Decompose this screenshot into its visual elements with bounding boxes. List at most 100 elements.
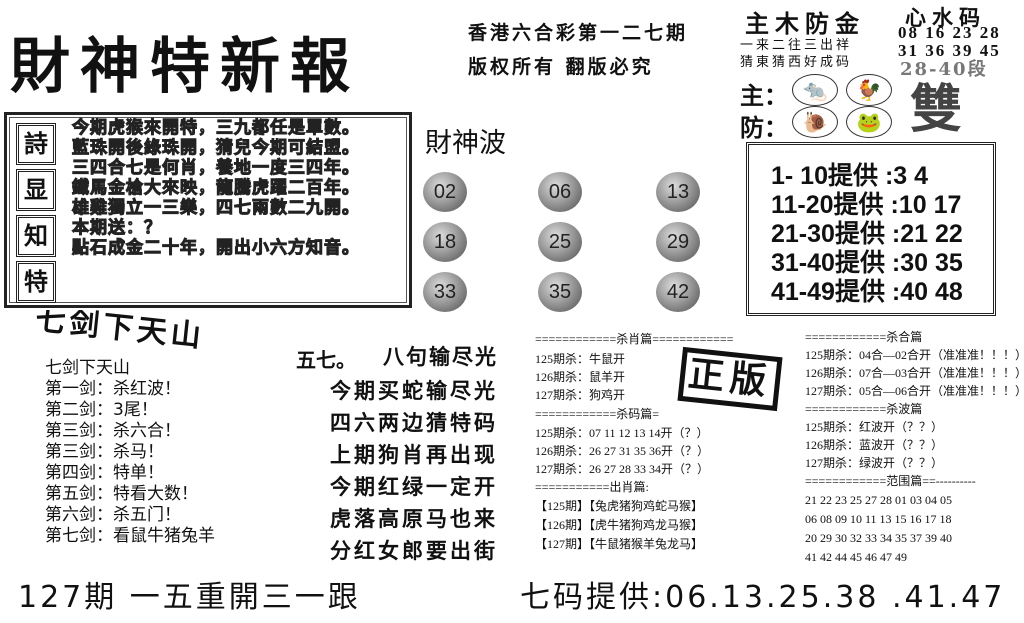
poem-line: 點石成金二十年，開出小六方知音。 [72, 238, 360, 258]
range-values: :40 48 [891, 278, 963, 306]
element-line-1: 一来二往三出祥 [740, 38, 853, 53]
sword-item: 第五剑：特看大数！ [45, 484, 198, 504]
kill-wave-row: 127期杀：绿波开（？？） [805, 456, 944, 470]
balls-title: 財神波 [425, 128, 506, 159]
range-numbers: 06 08 09 10 11 13 15 16 17 18 [805, 512, 952, 526]
footer-seven-codes: 七码提供:06.13.25.38 .41.47 [520, 580, 1006, 615]
eight-lines-title: 八句输尽光 [383, 345, 498, 369]
snail-icon: 🐌 [792, 106, 838, 138]
kill-zodiac-row: 125期杀：牛鼠开 [535, 352, 626, 366]
range-row: 21-30提供 :21 22 [771, 221, 963, 247]
kill-wave-row: 126期杀：蓝波开（？？） [805, 438, 944, 452]
number-ball: 29 [656, 222, 700, 262]
sword-item: 第四剑：特单！ [45, 463, 164, 483]
segment-label: 28-40段 [900, 59, 988, 80]
eight-line: 今期红绿一定开 [330, 475, 498, 499]
number-ball: 06 [538, 172, 582, 212]
number-ball: 25 [538, 222, 582, 262]
guard-label: 防： [740, 113, 788, 142]
range-row: 1- 10提供 :3 4 [771, 163, 928, 189]
kill-combo-row: 125期杀：04合—02合开（准准准！！！） [805, 348, 1024, 362]
kill-wave-header: ============杀波篇 [805, 402, 923, 416]
range-values: :30 35 [891, 249, 963, 277]
sword-item: 第二剑：3尾！ [45, 400, 158, 420]
side-char-3: 知 [16, 215, 56, 257]
heart-title: 心水码 [905, 6, 986, 30]
sword-item: 第三剑：杀马！ [45, 442, 164, 462]
eight-line: 上期狗肖再出现 [330, 443, 498, 467]
range-label: 11-20提供 [771, 191, 884, 219]
range-row: 41-49提供 :40 48 [771, 279, 963, 305]
page-title: 財神特新報 [10, 32, 360, 102]
kill-zodiac-header: ============杀肖篇============ [535, 332, 734, 346]
kill-zodiac-row: 127期杀：狗鸡开 [535, 388, 626, 402]
swords-heading: 七剑下天山 [45, 358, 130, 378]
out-zodiac-row: 【125期】【兔虎猪狗鸡蛇马猴】 [535, 499, 704, 513]
sword-item: 第七剑：看鼠牛猪兔羊 [45, 526, 215, 546]
eight-line: 分红女郎要出街 [330, 539, 498, 563]
number-ball: 33 [423, 272, 467, 312]
eight-lines-prefix: 五七。 [296, 348, 356, 372]
side-char-2: 显 [16, 169, 56, 211]
kill-combo-header: ============杀合篇 [805, 330, 923, 344]
poem-box: 詩 显 知 特 今期虎猴來開特，三九都任是單數。 藍珠開後綠珠開，猜兒今期可結盟… [4, 112, 412, 308]
range-row: 31-40提供 :30 35 [771, 250, 963, 276]
out-zodiac-row: 【127期】【牛鼠猪猴羊兔龙马】 [535, 537, 704, 551]
footer-left: 127期 一五重開三一跟 [18, 580, 361, 615]
heart-numbers-1: 08 16 23 28 [898, 23, 1001, 42]
range-header: ============范围篇==---------- [805, 474, 976, 488]
swords-section: 七剑下天山 七剑下天山 第一剑：杀红波！ 第二剑：3尾！ 第三剑：杀六合！ 第三… [0, 310, 520, 572]
eight-line: 四六两边猜特码 [330, 411, 498, 435]
number-ball: 35 [538, 272, 582, 312]
range-values: :10 17 [890, 191, 962, 219]
range-label: 1- 10提供 [771, 162, 878, 190]
kill-number-row: 125期杀：07 11 12 13 14开（？） [535, 426, 709, 440]
poem-line: 本期送：？ [72, 218, 162, 238]
main-label: 主： [740, 81, 788, 110]
number-range-box: 1- 10提供 :3 4 11-20提供 :10 17 21-30提供 :21 … [746, 142, 996, 316]
sword-item: 第六剑：杀五门！ [45, 505, 181, 525]
kill-number-row: 127期杀：26 27 28 33 34开（？） [535, 462, 710, 476]
eight-line: 虎落高原马也来 [330, 507, 498, 531]
poem-line: 三四合七是何肖，養地一度三四年。 [72, 158, 360, 178]
sword-item: 第一剑：杀红波！ [45, 379, 181, 399]
heart-numbers-2: 31 36 39 45 [898, 41, 1001, 60]
poem-line: 藍珠開後綠珠開，猜兒今期可結盟。 [72, 138, 360, 158]
poem-line: 鐵馬金槍大來映，龍騰虎躍二百年。 [72, 178, 360, 198]
poem-line: 雄雞獨立一三樂，四七兩數二九開。 [72, 198, 360, 218]
element-title: 主木防金 [745, 10, 865, 38]
side-char-4: 特 [16, 261, 56, 303]
copyright-line: 版权所有 翻版必究 [468, 56, 654, 78]
swords-banner: 七剑下天山 [33, 310, 207, 355]
kill-number-header: ============杀码篇= [535, 407, 659, 421]
kill-combo-row: 127期杀：05合—06合开（准准准！！！） [805, 384, 1024, 398]
range-numbers: 21 22 23 25 27 28 01 03 04 05 [805, 493, 952, 507]
range-label: 31-40提供 [771, 249, 885, 277]
range-label: 21-30提供 [771, 220, 885, 248]
side-char-1: 詩 [16, 123, 56, 165]
range-values: :21 22 [891, 220, 963, 248]
kill-number-row: 126期杀：26 27 31 35 36开（？） [535, 444, 710, 458]
range-numbers: 41 42 44 45 46 47 49 [805, 550, 907, 564]
range-label: 41-49提供 [771, 278, 885, 306]
rooster-icon: 🐓 [846, 74, 892, 106]
number-ball: 18 [423, 222, 467, 262]
number-ball: 02 [423, 172, 467, 212]
rat-icon: 🐀 [792, 74, 838, 106]
sword-item: 第三剑：杀六合！ [45, 421, 181, 441]
range-values: :3 4 [884, 162, 929, 190]
out-zodiac-row: 【126期】【虎牛猪狗鸡龙马猴】 [535, 518, 704, 532]
number-ball: 13 [656, 172, 700, 212]
range-row: 11-20提供 :10 17 [771, 192, 961, 218]
number-ball: 42 [656, 272, 700, 312]
frog-icon: 🐸 [846, 106, 892, 138]
poem-line: 今期虎猴來開特，三九都任是單數。 [72, 118, 360, 138]
genuine-stamp: 正版 [677, 346, 783, 412]
issue-line: 香港六合彩第一二七期 [468, 22, 689, 44]
kill-zodiac-row: 126期杀：鼠羊开 [535, 370, 626, 384]
out-zodiac-header: ===========出肖篇: [535, 480, 649, 494]
element-line-2: 猜東猜西好成码 [740, 55, 853, 70]
eight-line: 今期买蛇输尽光 [330, 379, 498, 403]
kill-wave-row: 125期杀：红波开（？？） [805, 420, 944, 434]
